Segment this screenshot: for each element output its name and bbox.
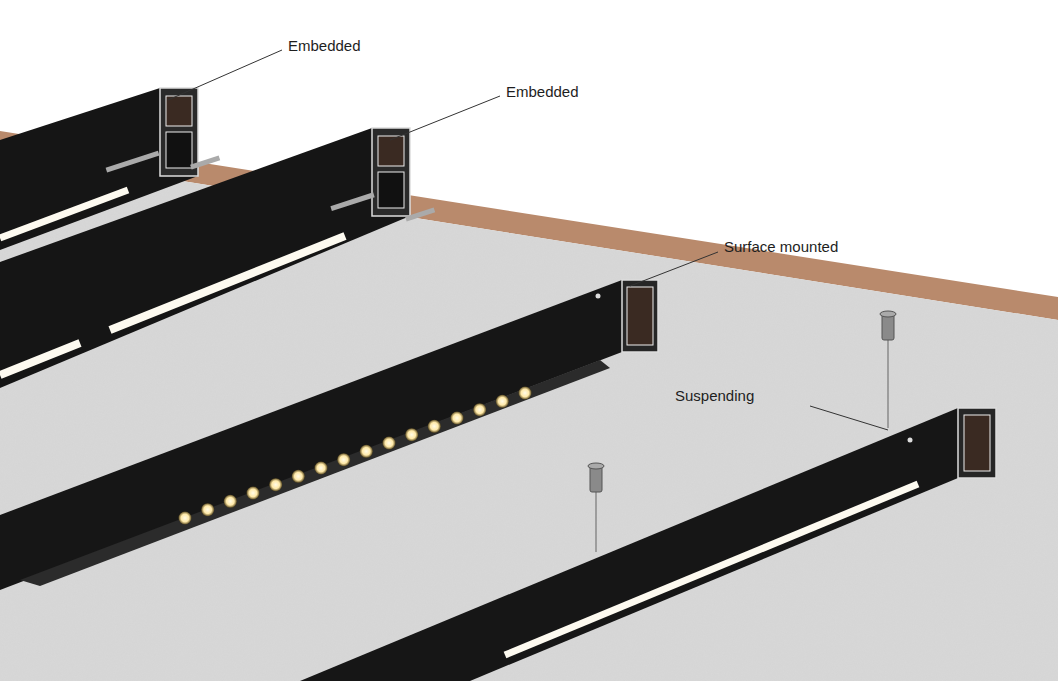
embedded-track xyxy=(0,128,435,388)
led-dot xyxy=(224,495,237,508)
led-dot xyxy=(201,503,214,516)
led-dot xyxy=(473,403,486,416)
led-dot xyxy=(451,412,464,425)
led-dot xyxy=(405,428,418,441)
led-dot xyxy=(247,487,260,500)
leader-lines xyxy=(168,50,888,430)
surface-track xyxy=(0,280,658,590)
led-dot xyxy=(292,470,305,483)
mounting-label: Embedded xyxy=(288,37,361,55)
mounting-label: Suspending xyxy=(675,387,754,405)
led-dot xyxy=(315,462,328,475)
led-dot xyxy=(269,478,282,491)
mounting-label: Surface mounted xyxy=(724,238,838,256)
led-dot xyxy=(360,445,373,458)
mounting-label: Embedded xyxy=(506,83,579,101)
suspended-track xyxy=(300,311,996,681)
led-dot xyxy=(428,420,441,433)
led-dot xyxy=(383,437,396,450)
led-dot xyxy=(337,453,350,466)
led-dot xyxy=(519,387,532,400)
led-dot xyxy=(496,395,509,408)
led-dot xyxy=(179,512,192,525)
